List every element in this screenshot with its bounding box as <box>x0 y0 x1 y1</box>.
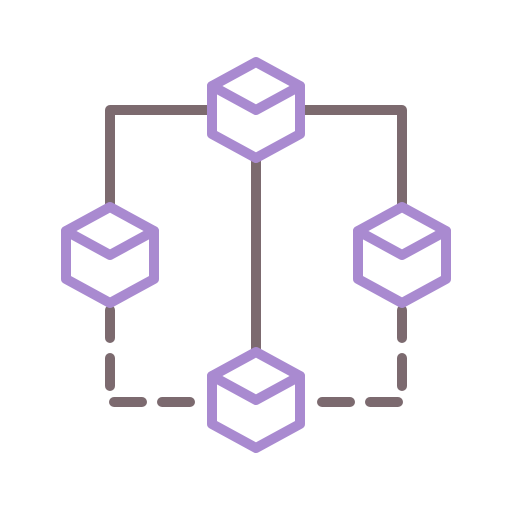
cube-left-inner-edges <box>61 226 159 260</box>
cube-top-icon <box>207 57 305 163</box>
cube-top-inner-edges <box>207 81 305 115</box>
connector-lines <box>105 105 407 407</box>
cube-right-inner-edges <box>353 226 451 260</box>
dashed-left-branch <box>105 305 215 407</box>
dashed-right-branch <box>297 305 407 407</box>
cube-bottom-icon <box>207 347 305 453</box>
cube-nodes <box>61 57 451 453</box>
top-right-branch <box>287 105 407 220</box>
cube-left-icon <box>61 202 159 308</box>
cube-bottom-inner-edges <box>207 371 305 405</box>
top-left-branch <box>105 105 225 220</box>
cube-right-icon <box>353 202 451 308</box>
